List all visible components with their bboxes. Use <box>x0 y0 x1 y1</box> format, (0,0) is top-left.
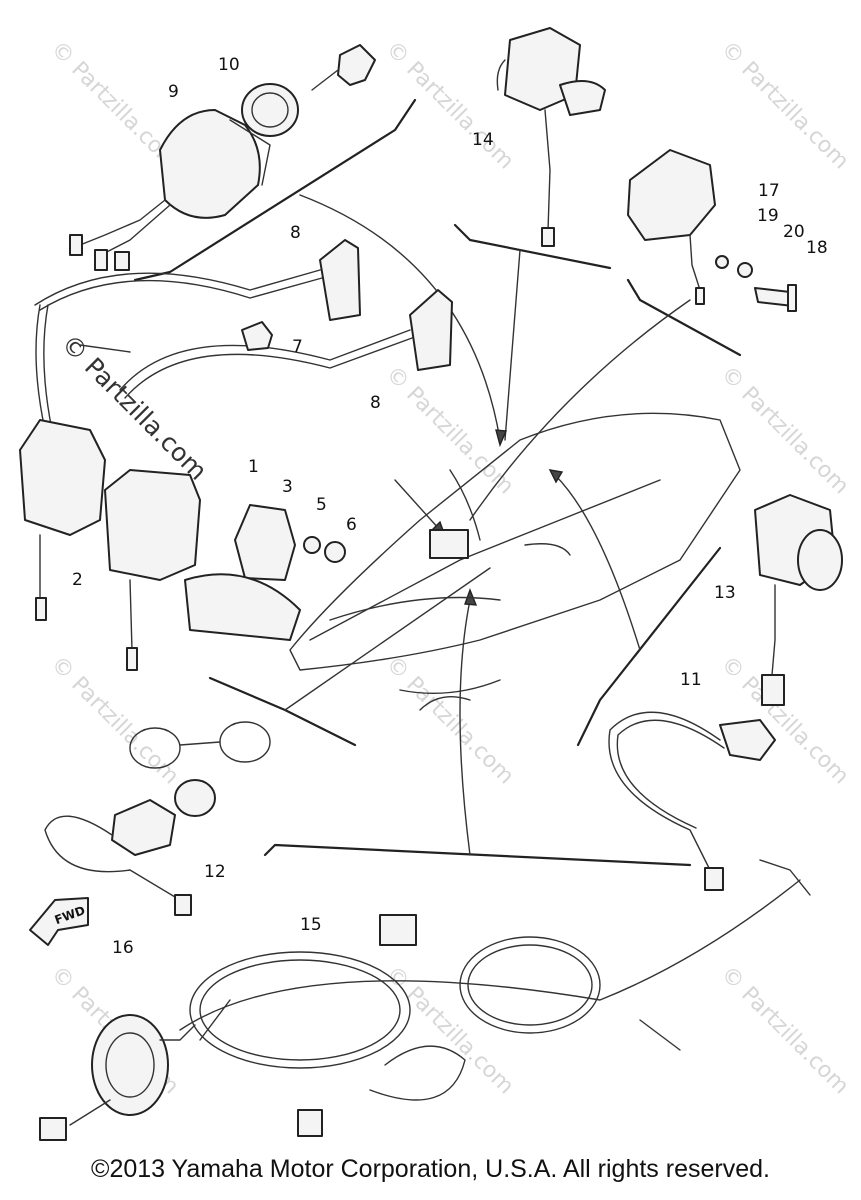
watermark: © Partzilla.com <box>381 37 519 175</box>
callout-3: 3 <box>282 477 293 497</box>
lead-11 <box>608 711 776 891</box>
plug-caps-8 <box>34 239 453 431</box>
watermark: © Partzilla.com <box>716 962 854 1100</box>
callout-18: 18 <box>806 238 828 258</box>
callout-19: 19 <box>757 206 779 226</box>
leader-lines <box>284 194 691 856</box>
callout-8: 8 <box>370 393 381 413</box>
callout-14: 14 <box>472 130 494 150</box>
frame-assembly <box>289 412 741 711</box>
watermark: © Partzilla.com <box>716 37 854 175</box>
relay-14 <box>496 27 606 247</box>
callout-numbers: 10 9 14 17 19 20 18 8 7 8 1 3 5 6 2 13 1… <box>72 55 828 958</box>
callout-5: 5 <box>316 495 327 515</box>
horn-16 <box>39 1014 196 1141</box>
callout-15: 15 <box>300 915 322 935</box>
callout-10: 10 <box>218 55 240 75</box>
watermark: © Partzilla.com <box>381 652 519 790</box>
callout-16: 16 <box>112 938 134 958</box>
cdi-and-hardware <box>184 504 346 641</box>
watermark: © Partzilla.com <box>46 652 184 790</box>
callout-11: 11 <box>680 670 702 690</box>
watermark: © Partzilla.com <box>716 362 854 500</box>
callout-6: 6 <box>346 515 357 535</box>
callout-7: 7 <box>292 337 303 357</box>
regulator-17 <box>627 149 797 312</box>
ignition-switch-12 <box>44 721 271 916</box>
switch-13 <box>754 494 843 706</box>
callout-20: 20 <box>783 222 805 242</box>
meter-assembly <box>69 44 376 271</box>
fwd-arrow: FWD <box>29 897 89 946</box>
callout-17: 17 <box>758 181 780 201</box>
copyright-notice: ©2013 Yamaha Motor Corporation, U.S.A. A… <box>91 1155 770 1183</box>
callout-12: 12 <box>204 862 226 882</box>
callout-13: 13 <box>714 583 736 603</box>
watermark: © Partzilla.com <box>716 652 854 790</box>
wire-harness-15 <box>179 859 811 1137</box>
ignition-coils <box>19 419 201 671</box>
callout-1: 1 <box>248 457 259 477</box>
callout-8: 8 <box>290 223 301 243</box>
callout-9: 9 <box>168 82 179 102</box>
callout-2: 2 <box>72 570 83 590</box>
